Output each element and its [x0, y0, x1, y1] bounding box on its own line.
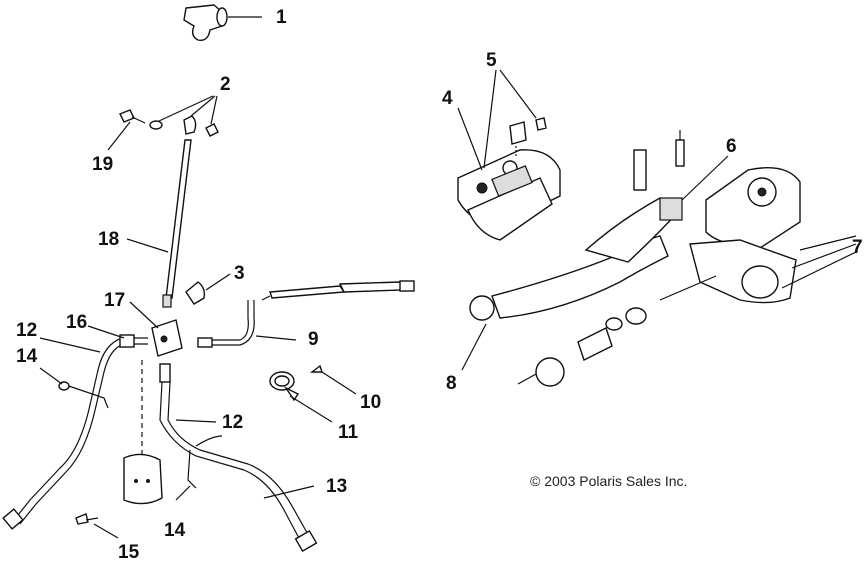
- part-bolt-19: [107, 109, 146, 151]
- callout-7: 7: [852, 237, 863, 258]
- callout-15: 15: [118, 542, 140, 561]
- part-clamp: [269, 364, 357, 423]
- callout-12-right: 12: [222, 412, 243, 433]
- copyright-notice: © 2003 Polaris Sales Inc.: [530, 473, 687, 489]
- callout-12-left: 12: [16, 320, 37, 341]
- callout-8: 8: [446, 373, 457, 394]
- callout-4: 4: [442, 88, 453, 109]
- part-tee-fitting: [183, 4, 262, 41]
- part-master-cylinder: [689, 167, 857, 304]
- callout-16: 16: [66, 312, 87, 333]
- part-lever-assembly: [469, 130, 729, 321]
- callout-labels: 1 2 19 18 3 17 16 12 14 9 10 11 12 13 14…: [16, 7, 863, 561]
- part-plunger: [461, 275, 717, 387]
- part-fitting-3: [185, 273, 231, 305]
- callout-14-left: 14: [16, 346, 38, 367]
- callout-13: 13: [326, 476, 347, 497]
- callout-6: 6: [726, 136, 737, 157]
- part-rod-18: [126, 139, 192, 308]
- part-left-hose: [2, 325, 148, 530]
- callout-18: 18: [98, 229, 119, 250]
- part-link-hardware: [149, 95, 219, 137]
- callout-3: 3: [234, 263, 245, 284]
- part-right-hose: [159, 363, 318, 553]
- callout-17: 17: [104, 290, 125, 311]
- callout-9: 9: [308, 329, 319, 350]
- callout-19: 19: [92, 154, 113, 175]
- part-junction-block: [129, 301, 183, 357]
- part-cover-plate: [75, 360, 191, 539]
- part-reservoir-cover: [457, 69, 561, 241]
- callout-14-right: 14: [164, 520, 186, 541]
- callout-1: 1: [276, 7, 287, 28]
- callout-10: 10: [360, 392, 381, 413]
- callout-2: 2: [220, 74, 231, 95]
- callout-11: 11: [338, 422, 359, 443]
- callout-5: 5: [486, 50, 497, 71]
- part-line-9: [197, 280, 415, 348]
